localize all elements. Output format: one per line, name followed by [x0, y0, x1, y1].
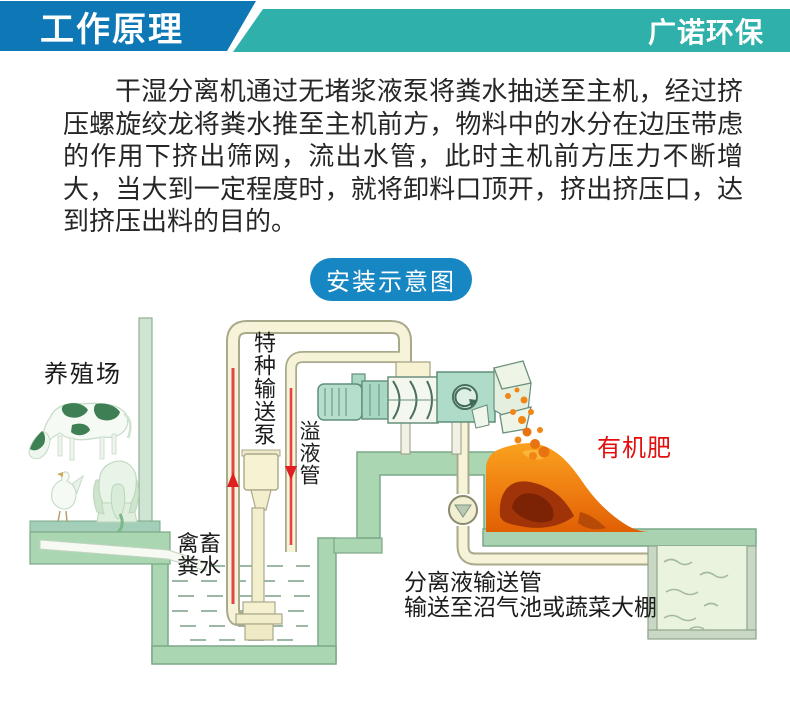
working-principle-paragraph: 干湿分离机通过无堵浆液泵将粪水抽送至主机，经过挤压螺旋绞龙将粪水推至主机前方，物… — [63, 77, 743, 237]
separator-machine — [317, 360, 532, 455]
liquid-tank — [647, 545, 757, 640]
flow-arrow-up-icon — [227, 472, 239, 487]
machine-leg — [451, 419, 462, 455]
chicken — [51, 471, 85, 523]
dog — [93, 460, 139, 534]
brand-name: 广诺环保 — [647, 15, 764, 49]
cow — [28, 402, 132, 461]
page-title: 工作原理 — [40, 9, 184, 50]
tank-waves — [663, 558, 729, 630]
pit-bottom-wall — [151, 645, 337, 665]
gearbox — [361, 380, 389, 420]
special-transfer-pump — [235, 449, 283, 641]
header-right-band: 广诺环保 — [233, 9, 790, 52]
drive-motor — [317, 373, 366, 421]
pipes — [226, 320, 652, 641]
manure-channel — [39, 539, 207, 572]
pit-right-wall — [317, 537, 337, 663]
farm-floor — [29, 520, 161, 533]
discharge-outlet — [471, 360, 532, 434]
special-pump-label: 特种输送泵 — [250, 331, 275, 446]
pump-drop-pipe — [251, 507, 265, 605]
farm-scene — [28, 317, 207, 572]
fertilizer-particles — [505, 387, 550, 460]
flow-arrow-down-icon — [285, 466, 297, 480]
pit-ledge — [333, 537, 383, 554]
diagram-title-badge: 安装示意图 — [310, 258, 472, 301]
organic-fertilizer-pile — [486, 387, 648, 532]
barn-pillar — [138, 317, 153, 533]
separated-liquid-label: 分离液输送管 输送至沼气池或蔬菜大棚 — [404, 570, 657, 621]
machine-leg — [400, 419, 411, 455]
machine-base-ground — [356, 451, 499, 539]
farm-label: 养殖场 — [44, 360, 122, 388]
pit-left-wall — [151, 547, 169, 663]
organic-fertilizer-label: 有机肥 — [597, 434, 672, 462]
overflow-pipe-label: 溢液管 — [297, 420, 321, 486]
screw-press-housing — [387, 376, 439, 424]
manure-water-label: 禽畜 粪水 — [177, 532, 222, 580]
header-left-band: 工作原理 — [0, 1, 256, 51]
